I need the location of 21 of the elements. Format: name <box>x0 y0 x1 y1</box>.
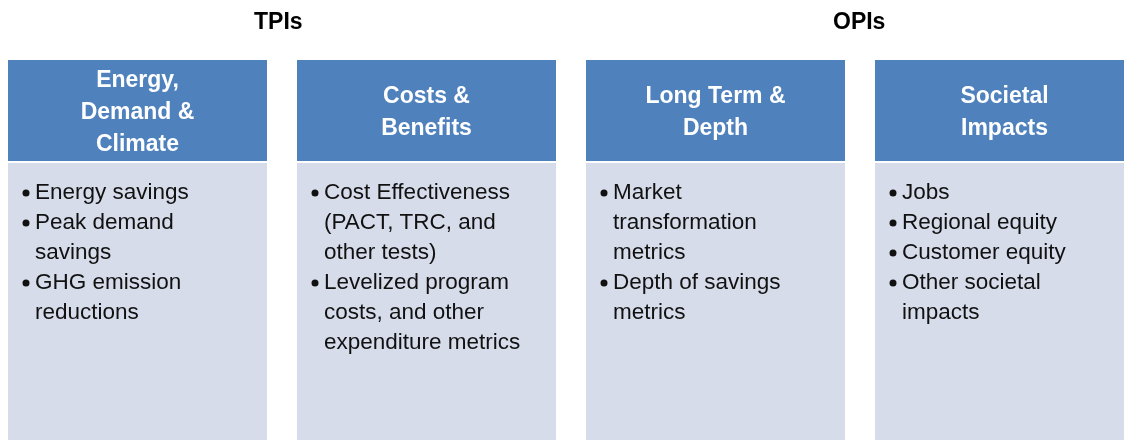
bullet-text: Customer equity <box>902 239 1066 264</box>
category-card <box>297 60 556 440</box>
category-card <box>875 60 1124 440</box>
category-card <box>586 60 845 440</box>
bullet-text: Levelized program costs, and other expenditure metrics <box>324 269 521 354</box>
card-heading: Long Term & Depth <box>586 60 845 163</box>
category-card <box>8 60 267 440</box>
bullet-text: Energy savings <box>35 179 189 204</box>
bullet-text: Peak demand savings <box>35 209 174 264</box>
card-heading: Energy, Demand & Climate <box>8 60 267 163</box>
group-label: TPIs <box>254 8 303 35</box>
card-heading: Societal Impacts <box>875 60 1124 163</box>
bullet-text: Depth of savings metrics <box>613 269 781 324</box>
bullet-text: Cost Effectiveness (PACT, TRC, and other tests) <box>324 179 510 264</box>
bullet-text: Market transformation metrics <box>613 179 757 264</box>
bullet-text: Regional equity <box>902 209 1058 234</box>
bullet-text: GHG emission reductions <box>35 269 182 324</box>
card-heading: Costs & Benefits <box>297 60 556 163</box>
bullet-text: Jobs <box>902 179 950 204</box>
group-label: OPIs <box>833 8 886 35</box>
bullet-text: Other societal impacts <box>902 269 1041 324</box>
